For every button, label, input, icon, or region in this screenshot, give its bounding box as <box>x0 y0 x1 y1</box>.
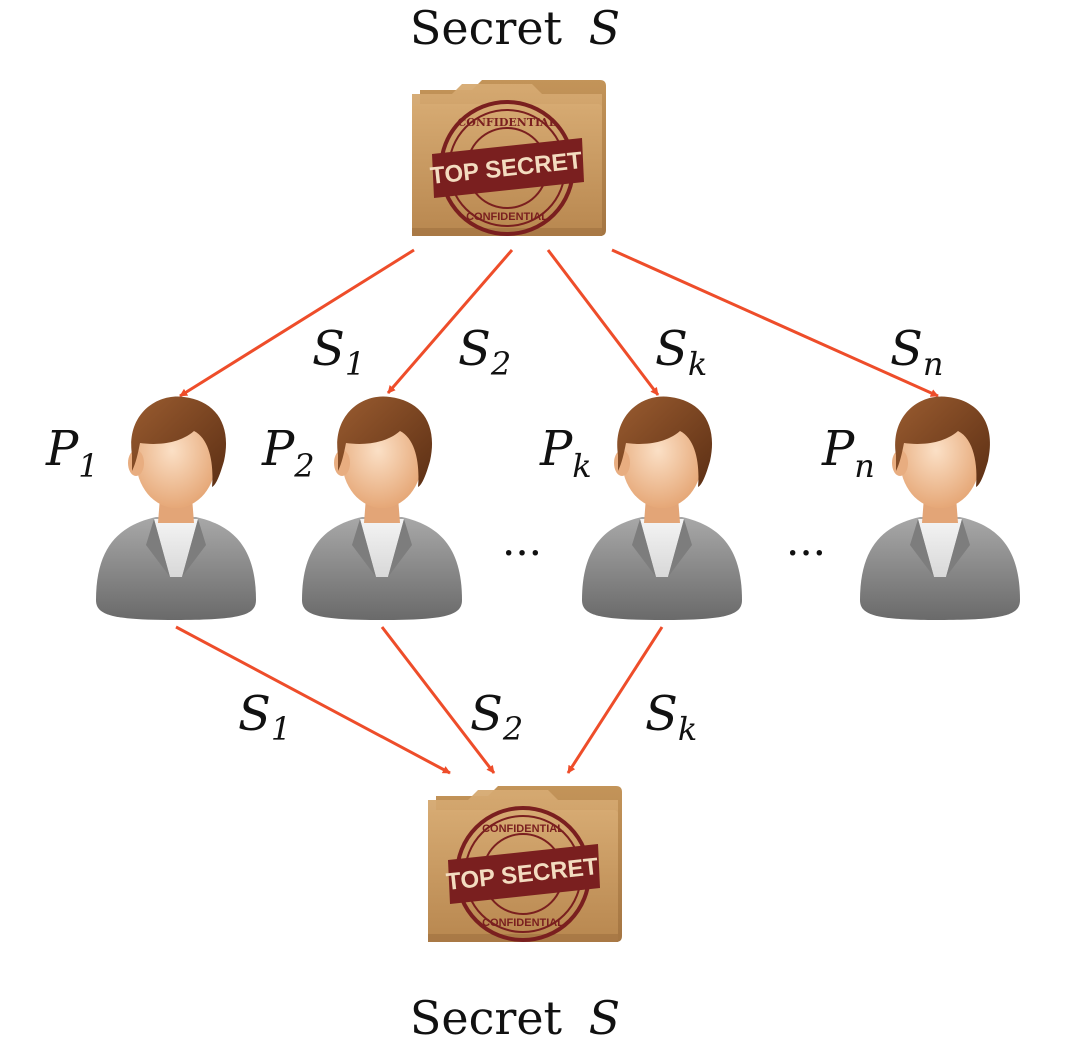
bottom-secret-word: Secret <box>410 991 563 1045</box>
bottom-folder-icon: CONFIDENTIAL TOP SECRET CONFIDENTIAL <box>426 784 624 944</box>
arrow-from-p1 <box>175 625 451 775</box>
person-icon <box>96 396 256 620</box>
arrow-to-pn <box>611 248 939 398</box>
arrow-to-pk <box>546 249 660 396</box>
arrow-to-p1 <box>179 248 415 398</box>
bottom-stamp-bottom-text: CONFIDENTIAL <box>482 917 564 929</box>
party-p1: P1 <box>45 396 256 620</box>
share-out-label-2: S2 <box>458 321 511 383</box>
top-secret-label: Secret S <box>410 1 620 55</box>
share-in-label-2: S2 <box>470 686 523 748</box>
party-label-2: P2 <box>261 421 315 485</box>
party-pn: Pn <box>821 396 1020 620</box>
bottom-stamp-top-text: CONFIDENTIAL <box>482 823 564 835</box>
arrow-from-p2 <box>380 626 496 774</box>
top-stamp-bottom-text: CONFIDENTIAL <box>466 211 548 223</box>
reconstruction-arrows <box>175 625 664 775</box>
top-secret-symbol: S <box>589 1 621 55</box>
person-icon <box>302 396 462 620</box>
share-out-label-1: S1 <box>312 321 365 383</box>
person-icon <box>582 396 742 620</box>
bottom-secret-symbol: S <box>589 991 621 1045</box>
party-pk: Pk <box>539 396 742 620</box>
share-in-label-k: Sk <box>645 686 697 748</box>
party-label-n: Pn <box>821 421 875 485</box>
ellipsis-2: ... <box>786 516 826 565</box>
top-folder-icon: CONFIDENTIAL TOP SECRET CONFIDENTIAL <box>410 78 608 238</box>
bottom-secret-label: Secret S <box>410 991 620 1045</box>
share-in-label-1: S1 <box>238 686 291 748</box>
arrow-to-p2 <box>386 249 514 394</box>
top-secret-word: Secret <box>410 1 563 55</box>
ellipsis-1: ... <box>502 516 542 565</box>
share-out-label-k: Sk <box>655 321 707 383</box>
person-icon <box>860 396 1020 620</box>
top-stamp-top-text: CONFIDENTIAL <box>458 116 557 129</box>
share-out-label-n: Sn <box>890 321 944 383</box>
distribution-arrows <box>179 248 939 398</box>
party-label-k: Pk <box>539 421 592 485</box>
arrow-from-pk <box>566 626 664 774</box>
party-p2: P2 <box>261 396 462 620</box>
party-label-1: P1 <box>45 421 99 485</box>
